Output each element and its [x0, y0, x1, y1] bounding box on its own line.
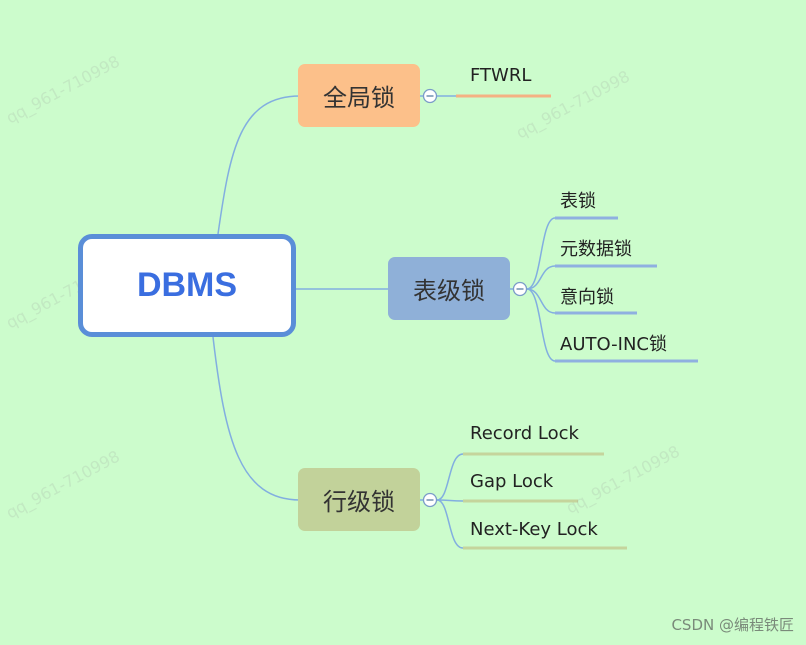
leaf-next-key-lock[interactable]: Next-Key Lock	[470, 519, 598, 540]
leaf-auto-inc-lock[interactable]: AUTO-INC锁	[560, 334, 667, 355]
credit-text: CSDN @编程铁匠	[671, 616, 794, 634]
branch-node-row-lock[interactable]: 行级锁	[298, 468, 420, 531]
leaf-ftwrl[interactable]: FTWRL	[470, 65, 532, 86]
branch-label: 行级锁	[323, 488, 395, 516]
branch-label: 表级锁	[413, 277, 485, 305]
leaf-gap-lock[interactable]: Gap Lock	[470, 471, 554, 492]
collapse-toggle-global[interactable]	[422, 88, 438, 104]
leaf-record-lock[interactable]: Record Lock	[470, 423, 579, 444]
connector-table-leaf-1	[526, 217, 556, 290]
connector-row-leaf-1	[436, 453, 464, 501]
branch-node-global-lock[interactable]: 全局锁	[298, 64, 420, 127]
leaf-table-lock[interactable]: 表锁	[560, 191, 596, 212]
connector-row-leaf-2	[436, 499, 464, 502]
branch-node-table-lock[interactable]: 表级锁	[388, 257, 510, 320]
connector-root-global	[217, 95, 301, 235]
connector-table-leaf-3	[526, 288, 556, 314]
connector-table-leaf-2	[526, 265, 556, 290]
root-node[interactable]: DBMS	[78, 234, 296, 337]
branch-label: 全局锁	[323, 84, 395, 112]
collapse-toggle-table[interactable]	[512, 281, 528, 297]
connector-root-row	[212, 336, 301, 501]
connector-table-leaf-4	[526, 288, 556, 362]
leaf-intention-lock[interactable]: 意向锁	[560, 287, 614, 308]
leaf-metadata-lock[interactable]: 元数据锁	[560, 239, 632, 260]
collapse-toggle-row[interactable]	[422, 492, 438, 508]
root-label: DBMS	[136, 266, 238, 304]
connector-row-leaf-3	[436, 499, 464, 549]
